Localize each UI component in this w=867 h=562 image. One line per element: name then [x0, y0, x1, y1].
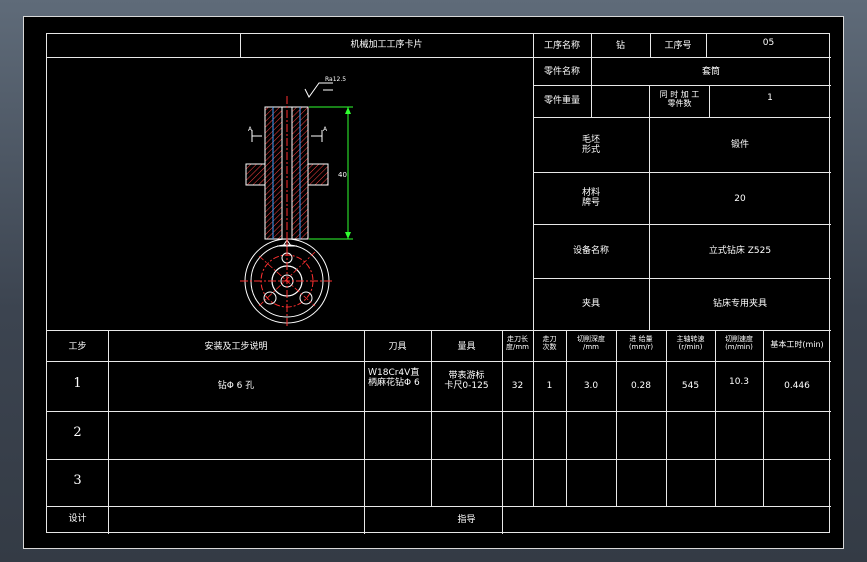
header-gauge: 量具	[457, 342, 476, 352]
same-time-value: 1	[767, 93, 773, 103]
row1-basic-time: 0.446	[784, 381, 810, 391]
card-title: 机械加工工序卡片	[350, 40, 423, 50]
grid-line	[533, 330, 534, 507]
row1-cut-depth: 3.0	[583, 381, 599, 391]
same-time-label: 同 时 加 工 零件数	[659, 90, 700, 109]
grid-line	[47, 57, 533, 58]
row1-step: 1	[73, 376, 82, 391]
process-card-sheet: 机械加工工序卡片 工序名称 钻 工序号 05 零件名称 套筒 零件重量 同 时 …	[46, 33, 831, 534]
section-view	[245, 82, 353, 248]
grid-line	[364, 330, 365, 534]
row1-spindle-speed: 545	[681, 381, 700, 391]
grid-line	[47, 506, 831, 507]
grid-line	[47, 330, 831, 331]
part-name-label: 零件名称	[543, 67, 580, 77]
cad-viewport[interactable]: 机械加工工序卡片 工序名称 钻 工序号 05 零件名称 套筒 零件重量 同 时 …	[23, 16, 844, 549]
header-cut-speed: 切削速度 (m/min)	[725, 335, 753, 352]
row3-step: 3	[73, 473, 82, 488]
header-description: 安装及工步说明	[204, 342, 268, 352]
header-cut-depth: 切削深度 /mm	[577, 335, 605, 352]
row1-feed-rate: 0.28	[630, 381, 652, 391]
grid-line	[763, 330, 764, 507]
header-tool: 刀具	[388, 342, 407, 352]
grid-line	[650, 34, 651, 58]
grid-line	[47, 411, 831, 412]
dimension-length-label: 40	[338, 171, 347, 179]
fixture-label: 夹具	[581, 299, 600, 309]
row1-cut-speed: 10.3	[728, 377, 750, 387]
part-name-value: 套筒	[701, 67, 720, 77]
header-passes: 走刀 次数	[542, 335, 557, 352]
grid-line	[533, 224, 831, 225]
process-no-label: 工序号	[664, 41, 692, 51]
grid-line	[616, 330, 617, 507]
material-value: 20	[734, 194, 746, 204]
header-feed-rate: 进 给量 (mm/r)	[628, 335, 654, 352]
row2-step: 2	[73, 425, 82, 440]
grid-line	[533, 34, 534, 331]
equipment-value: 立式钻床 Z525	[708, 246, 772, 256]
grid-line	[715, 330, 716, 507]
fixture-value: 钻床专用夹具	[712, 299, 767, 309]
footer-guide-label: 指导	[457, 515, 476, 525]
grid-line	[533, 85, 831, 86]
grid-line	[240, 34, 241, 58]
blank-value: 锻件	[730, 140, 749, 150]
part-drawing[interactable]: Ra12.5 40 A A	[47, 34, 533, 330]
row1-feed-length: 32	[511, 381, 524, 391]
header-step: 工步	[68, 342, 87, 352]
grid-line	[666, 330, 667, 507]
part-weight-label: 零件重量	[543, 96, 580, 106]
process-no-value: 05	[762, 38, 775, 48]
grid-line	[709, 85, 710, 118]
process-name-label: 工序名称	[543, 41, 580, 51]
section-mark-right: A	[323, 126, 328, 133]
section-mark-left: A	[248, 126, 253, 133]
row1-description: 钻Φ 6 孔	[217, 381, 255, 391]
header-basic-time: 基本工时(min)	[770, 340, 824, 349]
grid-line	[533, 57, 831, 58]
grid-line	[533, 278, 831, 279]
blank-label: 毛坯 形式	[581, 135, 600, 156]
roughness-label: Ra12.5	[325, 76, 346, 83]
row1-gauge: 带表游标 卡尺0-125	[444, 371, 489, 392]
grid-line	[533, 117, 831, 118]
row1-passes: 1	[546, 381, 553, 391]
grid-line	[431, 330, 432, 507]
process-name-value: 钻	[615, 41, 625, 51]
material-label: 材料 牌号	[581, 188, 600, 209]
footer-design-label: 设计	[68, 514, 87, 524]
grid-line	[591, 34, 592, 118]
header-spindle-speed: 主轴转速 (r/min)	[676, 335, 705, 352]
grid-line	[566, 330, 567, 507]
grid-line	[706, 34, 707, 58]
equipment-label: 设备名称	[572, 246, 609, 256]
row1-tool: Ｗ18Cr4V直 柄麻花钻Φ 6	[368, 368, 420, 389]
header-feed-length: 走刀长 度/mm	[506, 335, 529, 352]
grid-line	[47, 361, 831, 362]
grid-line	[108, 330, 109, 534]
grid-line	[502, 330, 503, 534]
grid-line	[47, 459, 831, 460]
grid-line	[649, 85, 650, 331]
top-view	[240, 234, 334, 328]
grid-line	[533, 172, 831, 173]
